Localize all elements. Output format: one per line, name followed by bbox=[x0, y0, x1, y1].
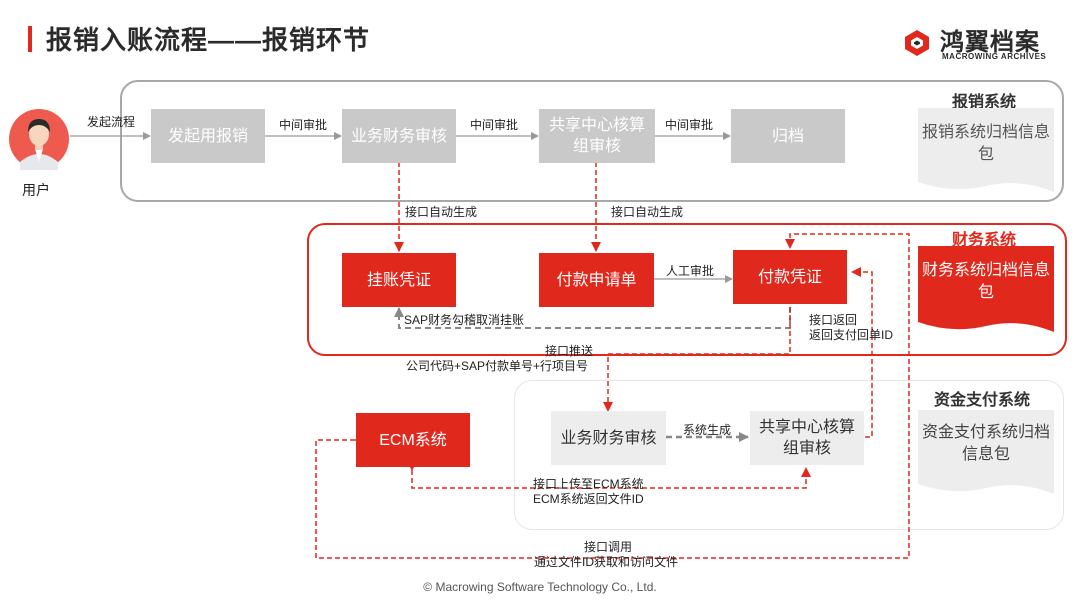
copyright-footer: © Macrowing Software Technology Co., Ltd… bbox=[423, 580, 657, 594]
fund-shared-center-review-node: 共享中心核算组审核 bbox=[750, 411, 864, 465]
shared-center-review-node: 共享中心核算组审核 bbox=[539, 109, 655, 163]
ecm-return-id-label: ECM系统返回文件ID bbox=[533, 492, 644, 506]
finance-archive-package-label: 财务系统归档信息包 bbox=[921, 262, 1050, 301]
page-title: 报销入账流程——报销环节 bbox=[46, 25, 371, 55]
edge-ecm-call bbox=[315, 233, 910, 559]
reimbursement-archive-package: 报销系统归档信息包 bbox=[918, 108, 1054, 192]
business-finance-review-node: 业务财务审核 bbox=[342, 109, 456, 163]
document-shape-icon bbox=[918, 410, 1054, 494]
interface-call-label: 接口调用 bbox=[584, 540, 633, 554]
ecm-system-node: ECM系统 bbox=[356, 413, 470, 467]
sap-cancel-label: SAP财务勾稽取消挂账 bbox=[404, 313, 525, 327]
document-shape-icon bbox=[918, 108, 1054, 192]
document-shape-icon bbox=[918, 246, 1054, 332]
macrowing-logo-icon bbox=[905, 30, 929, 56]
user-label: 用户 bbox=[22, 182, 50, 198]
edge-label-mid-approval-2: 中间审批 bbox=[470, 118, 519, 132]
finance-archive-package: 财务系统归档信息包 bbox=[918, 246, 1054, 332]
fund-system-label: 资金支付系统 bbox=[934, 392, 1031, 409]
edge-label-mid-approval-3: 中间审批 bbox=[665, 118, 714, 132]
user-avatar-icon bbox=[9, 109, 69, 170]
reimbursement-system-label: 报销系统 bbox=[952, 94, 1017, 111]
payment-voucher-node: 付款凭证 bbox=[733, 250, 847, 304]
reimbursement-archive-package-label: 报销系统归档信息包 bbox=[921, 124, 1050, 163]
fund-archive-package-label: 资金支付系统归档信息包 bbox=[921, 424, 1050, 463]
interface-push-label: 接口推送 bbox=[545, 344, 594, 358]
edge-interface-return bbox=[851, 267, 873, 438]
file-access-label: 通过文件ID获取和访问文件 bbox=[534, 555, 679, 569]
edge-label-mid-approval-1: 中间审批 bbox=[279, 118, 328, 132]
edge-interface-push bbox=[603, 307, 791, 412]
manual-approval-label: 人工审批 bbox=[666, 264, 715, 278]
logo-name-en: MACROWING ARCHIVES bbox=[942, 52, 1047, 61]
return-receipt-id-label: 返回支付回单ID bbox=[809, 328, 894, 342]
fund-archive-package: 资金支付系统归档信息包 bbox=[918, 410, 1054, 494]
title-accent-bar bbox=[28, 26, 32, 52]
auto-gen-label-1: 接口自动生成 bbox=[405, 205, 478, 219]
ecm-upload-label: 接口上传至ECM系统 bbox=[533, 477, 644, 491]
auto-gen-label-2: 接口自动生成 bbox=[611, 205, 684, 219]
reimbursement-system-region bbox=[120, 80, 1064, 202]
push-payload-label: 公司代码+SAP付款单号+行项目号 bbox=[406, 359, 589, 373]
finance-system-label: 财务系统 bbox=[952, 232, 1017, 249]
archive-node: 归档 bbox=[731, 109, 845, 163]
start-reimbursement-node: 发起用报销 bbox=[151, 109, 265, 163]
fund-business-finance-review-node: 业务财务审核 bbox=[551, 411, 666, 465]
payment-request-node: 付款申请单 bbox=[539, 253, 654, 307]
user-action-label: 发起流程 bbox=[87, 115, 136, 129]
pending-voucher-node: 挂账凭证 bbox=[342, 253, 456, 307]
logo-name-cn: 鸿翼档案 bbox=[940, 29, 1040, 56]
system-generate-label: 系统生成 bbox=[683, 423, 732, 437]
edge-ecm-upload bbox=[407, 461, 811, 489]
interface-return-label: 接口返回 bbox=[809, 313, 858, 327]
